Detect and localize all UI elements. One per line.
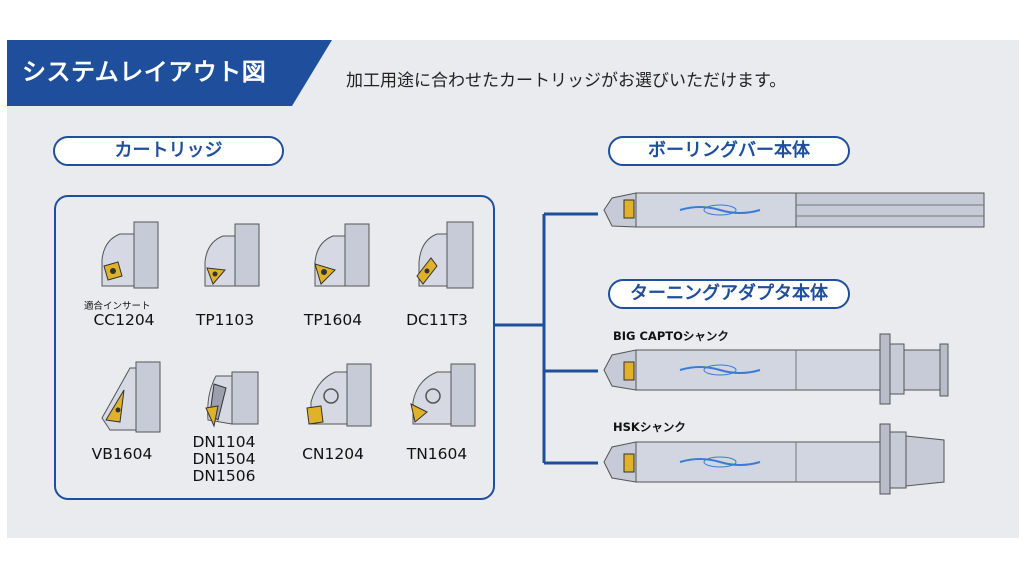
cartridge-dc11t3: DC11T3 [387,220,487,329]
cartridge-section-label: カートリッジ [53,136,284,166]
cartridge-icon [306,363,372,427]
cartridge-code: TN1604 [406,445,468,463]
cartridge-code: TP1103 [195,311,255,329]
cartridge-cc1204: CC1204 [74,220,174,329]
cartridge-tp1103: TP1103 [175,220,275,329]
turning-adapter-section-label: ターニングアダプタ本体 [608,279,850,309]
cartridge-icon [101,361,161,433]
cartridge-tn1604: TN1604 [387,362,487,463]
hsk-shank-label: HSKシャンク [613,420,686,434]
big-capto-shank-label: BIG CAPTOシャンク [613,329,729,343]
cartridge-code: CN1204 [302,445,364,463]
cartridge-code-1: DN1104 [192,433,256,451]
cartridge-tp1604: TP1604 [283,220,383,329]
cartridge-code-3: DN1506 [192,467,256,485]
cartridge-icon [314,223,370,287]
cartridge-code: DC11T3 [406,311,468,329]
insert-note: 適合インサート [84,301,151,312]
page-title: システムレイアウト図 [22,58,267,86]
cartridge-icon [416,221,474,289]
page-subtitle: 加工用途に合わせたカートリッジがお選びいただけます。 [346,71,787,91]
boring-bar-section-label: ボーリングバー本体 [608,136,850,166]
cartridge-code: CC1204 [93,311,155,329]
cartridge-icon [205,371,259,428]
cartridge-group-box [54,195,495,500]
cartridge-icon [101,221,159,289]
cartridge-vb1604: VB1604 [72,360,172,463]
cartridge-code: TP1604 [303,311,363,329]
title-banner [7,40,332,106]
cartridge-code: VB1604 [91,445,153,463]
cartridge-icon [410,363,476,427]
cartridge-dn: DN1104 DN1504 DN1506 [174,364,274,485]
cartridge-cn1204: CN1204 [283,362,383,463]
cartridge-code-2: DN1504 [192,450,256,468]
cartridge-icon [204,223,260,287]
